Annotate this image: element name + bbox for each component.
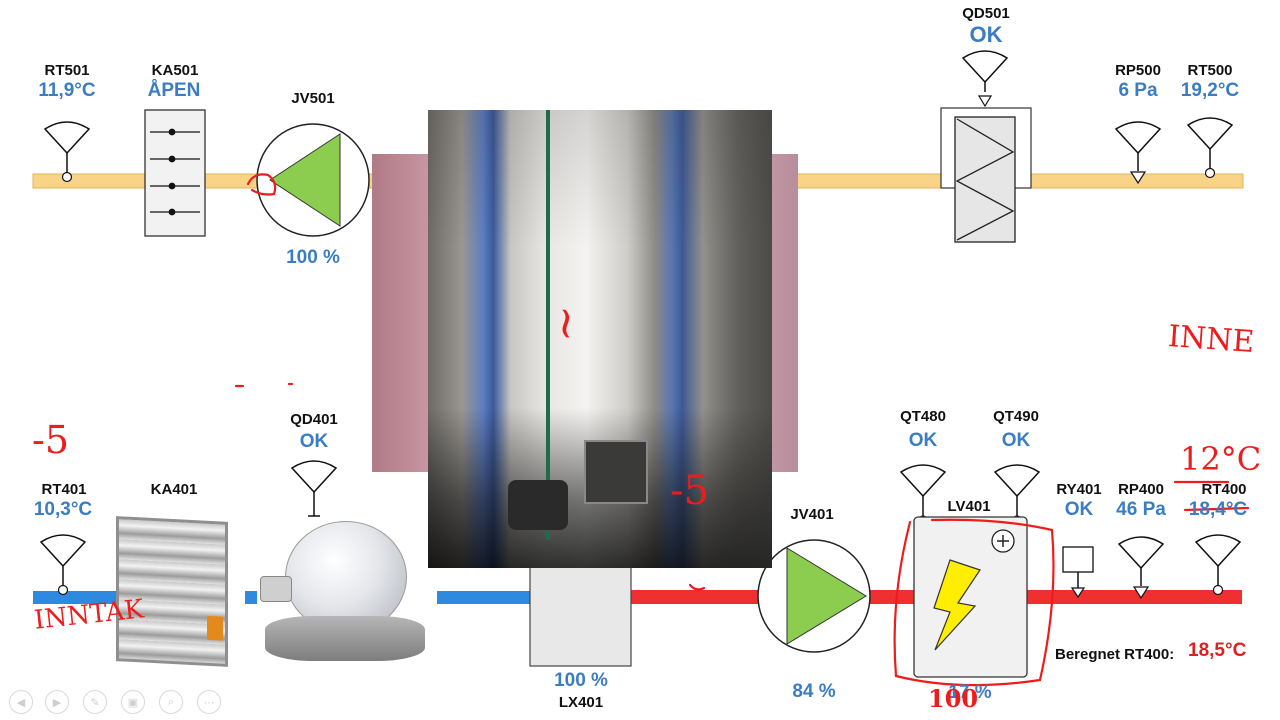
annotation-12c: 12°C — [1180, 440, 1262, 478]
label-rt400: RT400 — [1201, 481, 1247, 498]
value-jv401: 84 % — [792, 681, 836, 702]
sensor-rt500[interactable] — [1186, 117, 1234, 179]
label-rp400: RP400 — [1118, 481, 1164, 498]
next-icon[interactable]: ▶ — [45, 690, 69, 714]
annotation-minus5-photo: -5 — [670, 468, 709, 514]
label-lx401: LX401 — [558, 694, 604, 711]
extract-duct-cold-1 — [33, 591, 123, 604]
heat-recovery-lx401[interactable] — [529, 559, 632, 667]
slides-icon[interactable]: ▣ — [121, 690, 145, 714]
photo-ahu-interior — [428, 110, 772, 568]
value-rt500: 19,2°C — [1180, 80, 1240, 101]
label-ry401: RY401 — [1056, 481, 1102, 498]
sensor-qd501[interactable] — [961, 50, 1009, 108]
value-qd501: OK — [969, 22, 1003, 47]
sensor-rp400[interactable] — [1117, 536, 1165, 600]
label-rt401: RT401 — [41, 481, 87, 498]
more-icon[interactable]: ⋯ — [197, 690, 221, 714]
sensor-rt401[interactable] — [39, 534, 87, 596]
label-rt500: RT500 — [1187, 62, 1233, 79]
label-qt480: QT480 — [900, 408, 946, 425]
label-rt501: RT501 — [44, 62, 90, 79]
sensor-qt480[interactable] — [899, 464, 947, 525]
label-qt490: QT490 — [993, 408, 1039, 425]
annotation-minus5-left: -5 — [32, 418, 70, 462]
sensor-qt490[interactable] — [993, 464, 1041, 525]
label-calculated-rt400: Beregnet RT400: — [1055, 646, 1175, 663]
prev-icon[interactable]: ◀ — [9, 690, 33, 714]
annotation-wave: ~ — [540, 305, 592, 342]
label-ka401: KA401 — [150, 481, 198, 498]
heater-lv401[interactable] — [913, 516, 1028, 678]
fan-jv501[interactable] — [256, 123, 370, 237]
sensor-qd401[interactable] — [290, 460, 338, 517]
value-rp400: 46 Pa — [1116, 499, 1166, 520]
label-lv401: LV401 — [947, 498, 991, 515]
sensor-rt501[interactable] — [43, 121, 91, 183]
sensor-rt400[interactable] — [1194, 534, 1242, 596]
pen-icon[interactable]: ✎ — [83, 690, 107, 714]
label-qd501: QD501 — [962, 5, 1010, 22]
label-jv501: JV501 — [291, 90, 335, 107]
fan-jv401[interactable] — [757, 539, 871, 653]
sensor-rp500[interactable] — [1114, 121, 1162, 185]
value-lv401: 17 % — [948, 682, 992, 703]
value-rt401: 10,3°C — [33, 499, 93, 520]
sensor-ry401[interactable] — [1062, 546, 1094, 599]
extract-duct-cold-2 — [245, 591, 257, 604]
zoom-icon[interactable]: ⌕ — [159, 690, 183, 714]
photo-damper-ka401 — [116, 516, 228, 667]
extract-duct-cold-3 — [437, 591, 532, 604]
annotation-inne: INNE — [1166, 319, 1256, 360]
label-qd401: QD401 — [290, 411, 338, 428]
value-rt400: 18,4°C — [1188, 499, 1248, 520]
value-jv501: 100 % — [286, 247, 340, 268]
annotation-100: 100 — [928, 684, 979, 713]
value-qd401: OK — [299, 431, 329, 452]
value-rp500: 6 Pa — [1118, 80, 1158, 101]
filter-qd501[interactable] — [940, 107, 1032, 243]
photo-pressure-switch-qd401 — [260, 516, 430, 676]
label-jv401: JV401 — [790, 506, 834, 523]
red-annotations — [234, 173, 1250, 687]
value-qt480: OK — [908, 430, 938, 451]
value-lx401: 100 % — [554, 670, 608, 691]
label-rp500: RP500 — [1115, 62, 1161, 79]
lightning-icon — [933, 559, 981, 651]
label-ka501: KA501 — [151, 62, 199, 79]
damper-ka501[interactable] — [144, 109, 206, 237]
value-ry401: OK — [1064, 499, 1094, 520]
value-qt490: OK — [1001, 430, 1031, 451]
value-ka501: ÅPEN — [147, 80, 201, 101]
value-rt501: 11,9°C — [38, 80, 96, 101]
value-calculated-rt400: 18,5°C — [1188, 640, 1247, 661]
